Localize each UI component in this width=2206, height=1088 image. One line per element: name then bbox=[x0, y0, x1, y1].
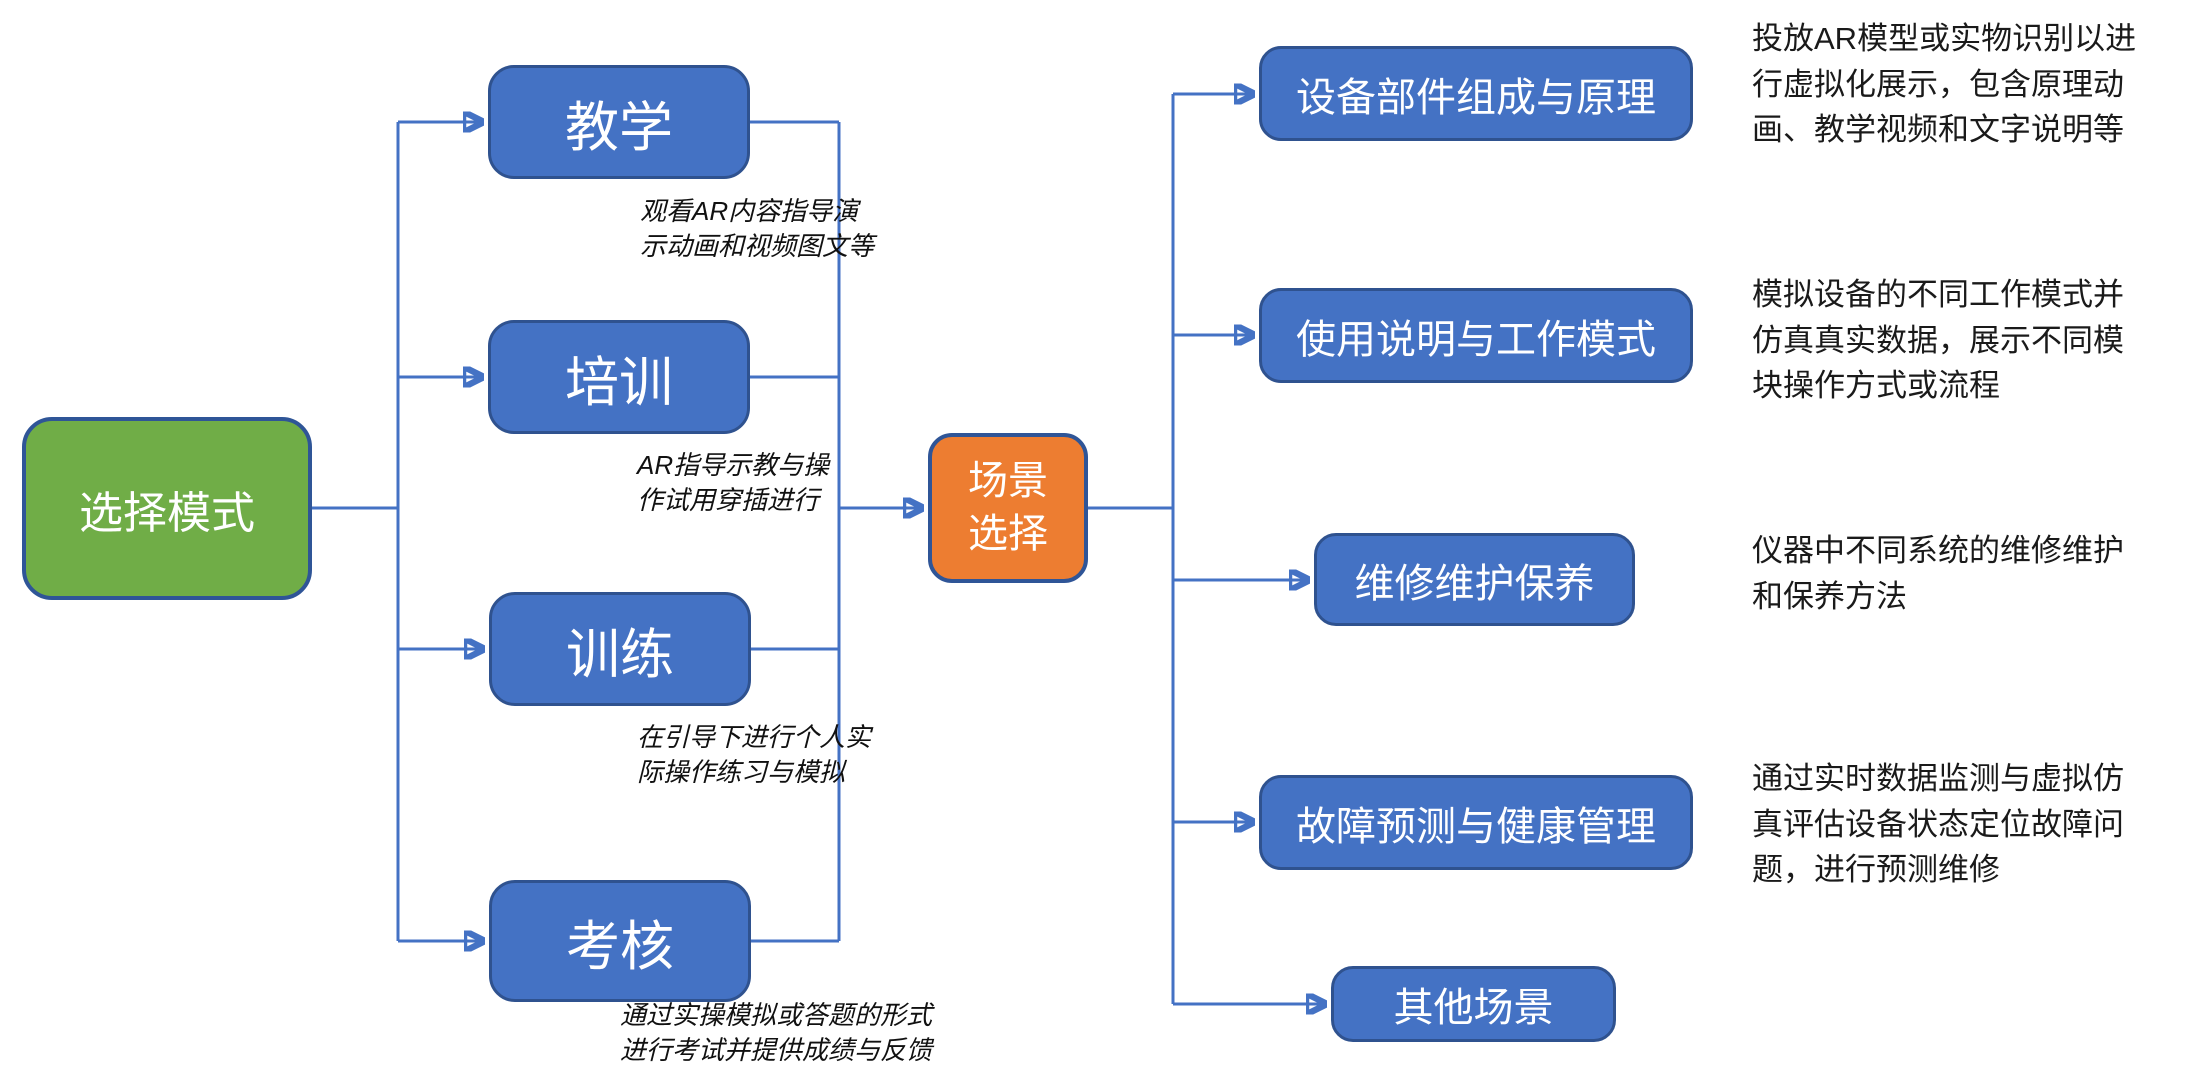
node-assessment: 考核 bbox=[489, 880, 751, 1002]
note-assessment: 通过实操模拟或答题的形式 进行考试并提供成绩与反馈 bbox=[620, 1000, 933, 1066]
node-teaching: 教学 bbox=[488, 65, 750, 179]
node-scene-maintenance-label: 维修维护保养 bbox=[1354, 561, 1595, 606]
node-select-mode-label: 选择模式 bbox=[79, 488, 255, 538]
node-cultivation: 培训 bbox=[488, 320, 750, 434]
node-teaching-label: 教学 bbox=[565, 97, 673, 158]
desc-scene-maintenance: 仪器中不同系统的维修维护 和保养方法 bbox=[1752, 533, 2124, 614]
desc-scene-usage: 模拟设备的不同工作模式并 仿真真实数据，展示不同模 块操作方式或流程 bbox=[1752, 277, 2124, 404]
node-scene-select: 场景 选择 bbox=[928, 433, 1088, 583]
node-scene-components-label: 设备部件组成与原理 bbox=[1296, 75, 1656, 120]
node-scene-usage: 使用说明与工作模式 bbox=[1259, 288, 1693, 383]
node-scene-usage-label: 使用说明与工作模式 bbox=[1296, 317, 1656, 362]
note-training: 在引导下进行个人实 际操作练习与模拟 bbox=[637, 722, 872, 788]
desc-scene-components: 投放AR模型或实物识别以进 行虚拟化展示，包含原理动 画、教学视频和文字说明等 bbox=[1752, 21, 2137, 148]
node-scene-select-label: 场景 选择 bbox=[968, 459, 1048, 556]
node-scene-other: 其他场景 bbox=[1331, 966, 1616, 1042]
node-assessment-label: 考核 bbox=[566, 916, 674, 977]
node-training-label: 训练 bbox=[566, 624, 674, 685]
node-scene-maintenance: 维修维护保养 bbox=[1314, 533, 1635, 626]
note-cultivation: AR指导示教与操 作试用穿插进行 bbox=[637, 450, 830, 516]
node-training: 训练 bbox=[489, 592, 751, 706]
node-scene-prognostics: 故障预测与健康管理 bbox=[1259, 775, 1693, 870]
note-teaching: 观看AR内容指导演 示动画和视频图文等 bbox=[640, 196, 875, 262]
node-select-mode: 选择模式 bbox=[22, 417, 312, 600]
node-scene-components: 设备部件组成与原理 bbox=[1259, 46, 1693, 141]
node-scene-prognostics-label: 故障预测与健康管理 bbox=[1296, 804, 1656, 849]
node-cultivation-label: 培训 bbox=[565, 352, 673, 413]
desc-scene-prognostics: 通过实时数据监测与虚拟仿 真评估设备状态定位故障问 题，进行预测维修 bbox=[1752, 761, 2124, 888]
node-scene-other-label: 其他场景 bbox=[1393, 986, 1554, 1030]
